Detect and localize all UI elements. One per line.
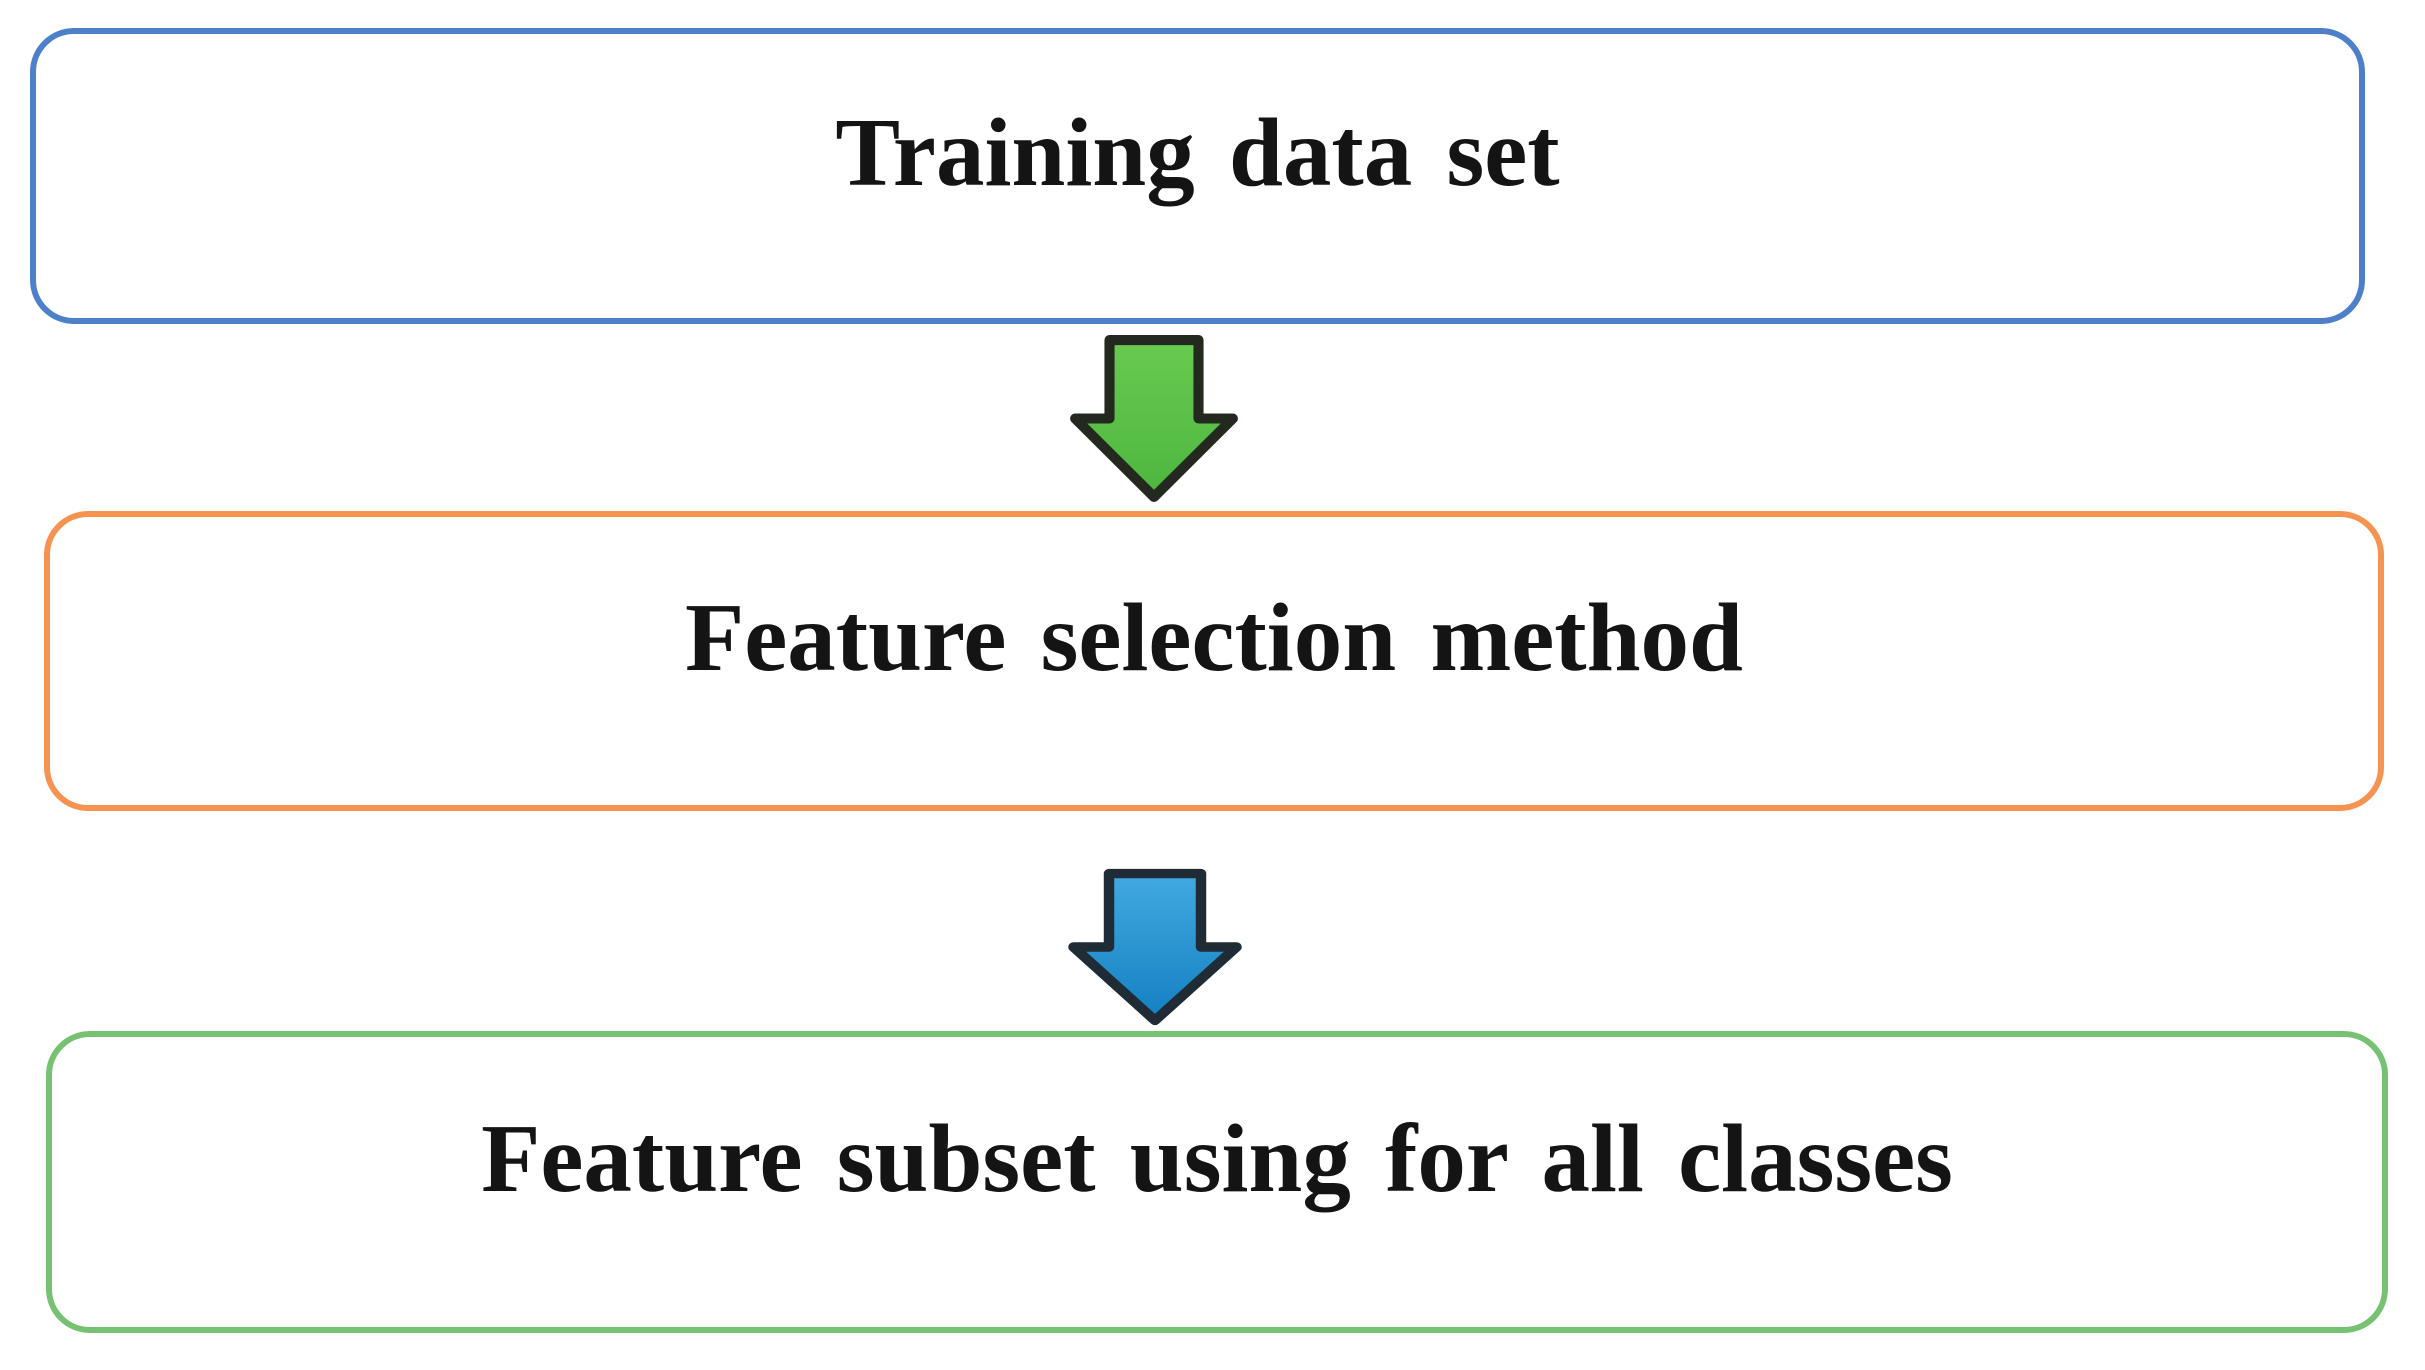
down-arrow-shape [1070,335,1238,502]
node-training-data-set: Training data set [30,28,2365,324]
node-feature-subset-all-classes: Feature subset using for all classes [46,1031,2388,1333]
down-arrow-shape [1068,868,1242,1026]
node-training-data-set-label: Training data set [835,98,1560,206]
node-feature-selection-method-label: Feature selection method [684,583,1743,691]
down-arrow-icon [1068,868,1242,1026]
node-feature-selection-method: Feature selection method [44,511,2384,811]
node-feature-subset-all-classes-label: Feature subset using for all classes [481,1104,1953,1212]
down-arrow-icon [1070,335,1238,502]
